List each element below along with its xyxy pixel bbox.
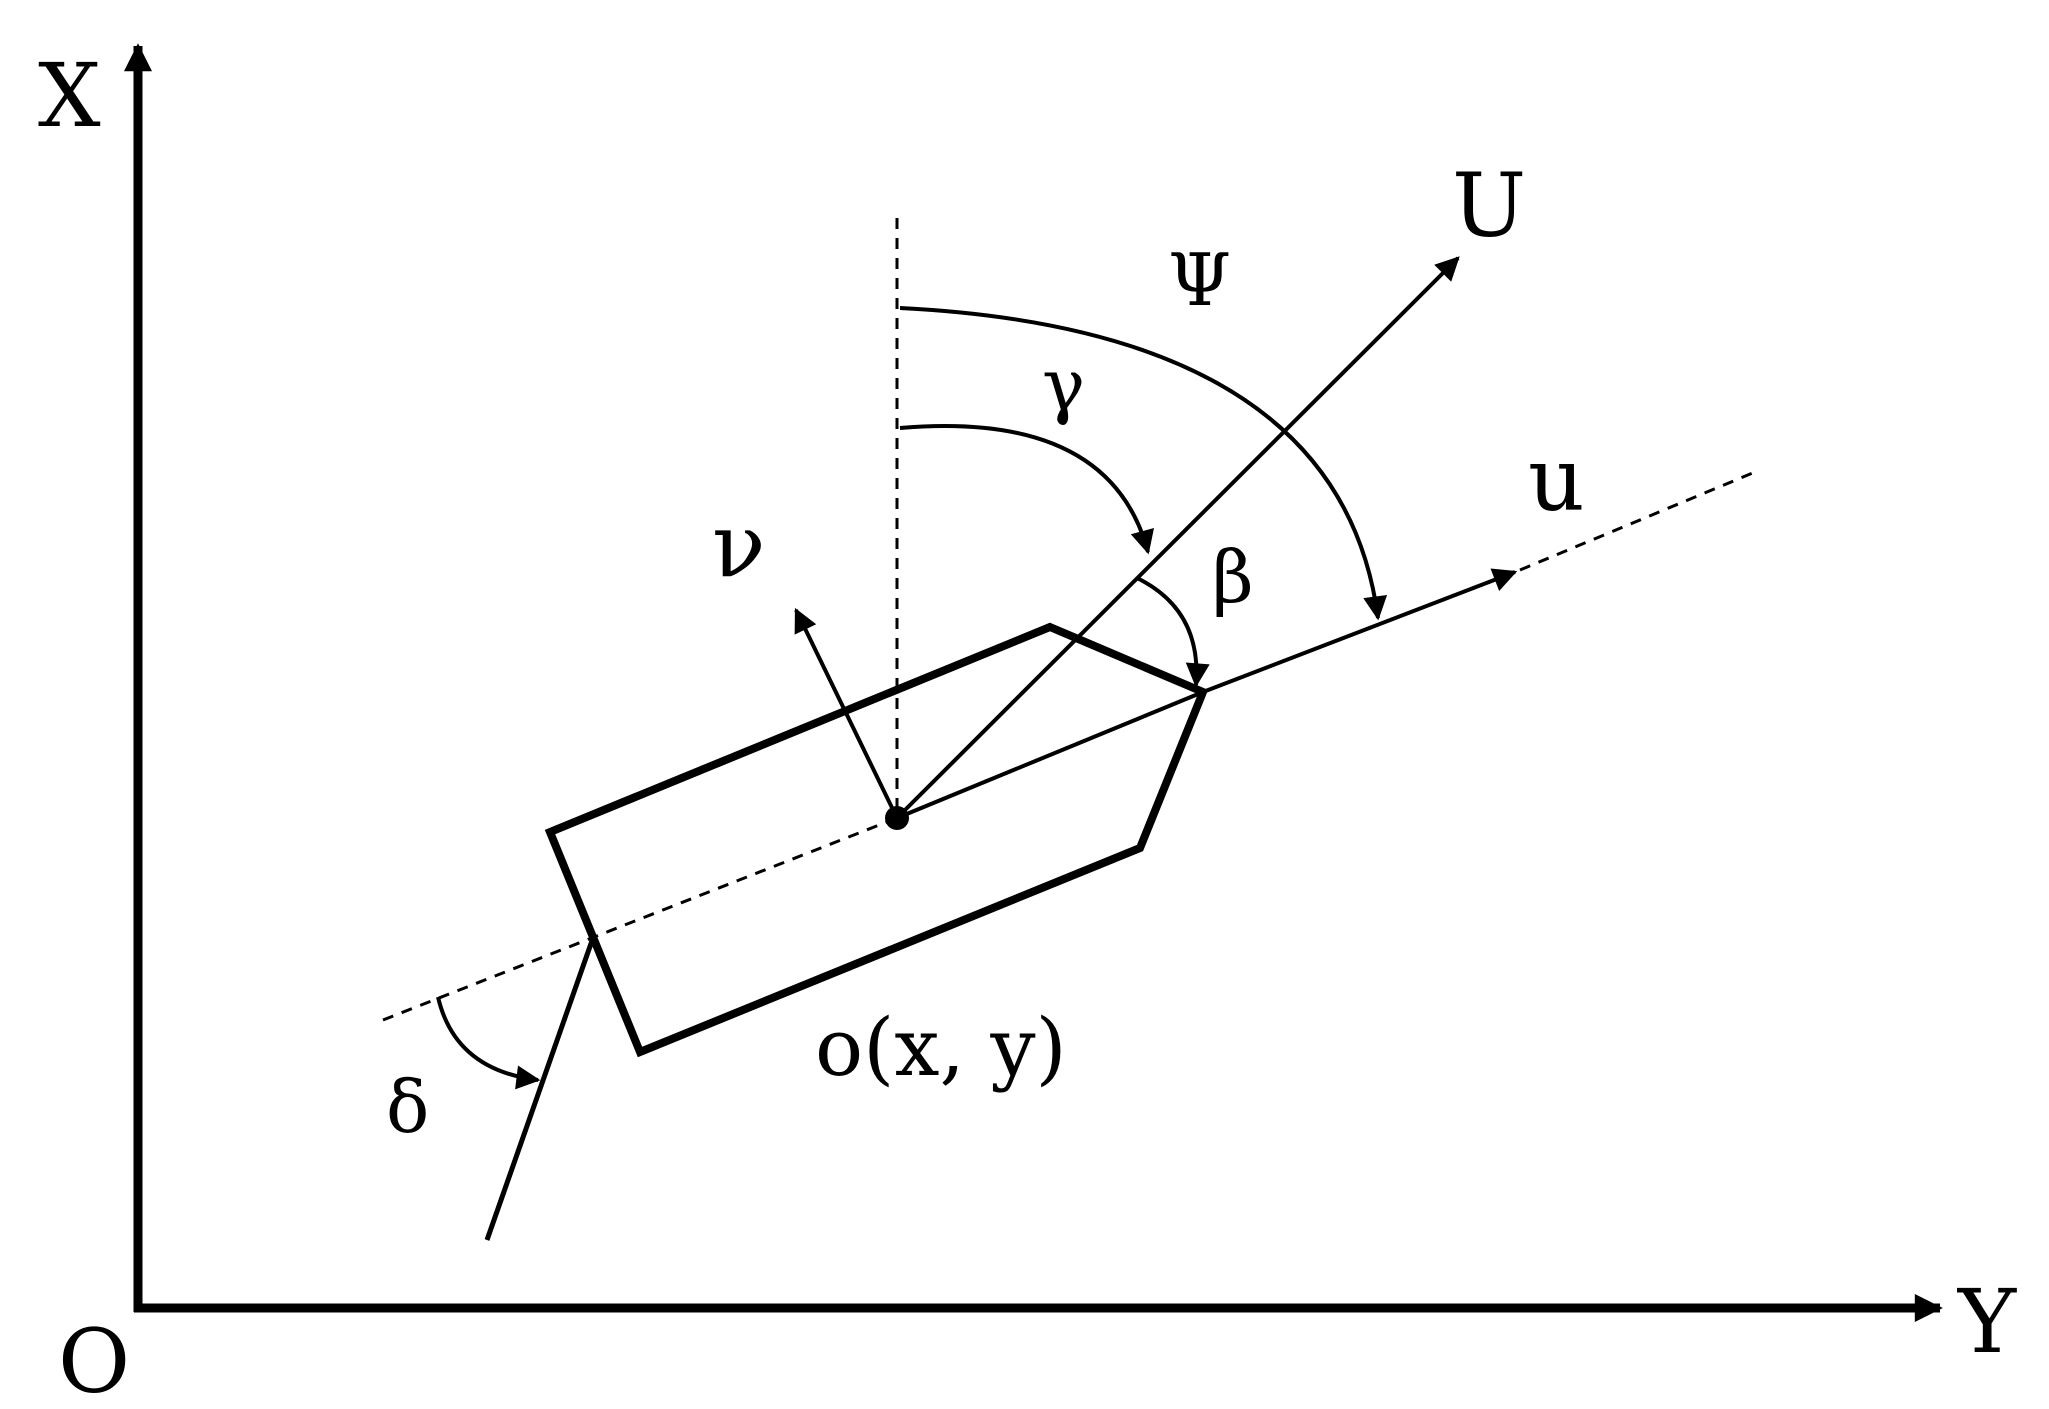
ship-hull [544, 622, 1209, 1058]
origin-label: O [58, 1310, 130, 1409]
delta-label: δ [386, 1065, 429, 1149]
u-vector [1202, 568, 1518, 694]
position-label: o(x, y) [815, 1001, 1067, 1094]
psi-label: Ψ [1168, 238, 1231, 322]
gamma-label: γ [1042, 343, 1085, 427]
ship-centerline-bow [1519, 470, 1756, 572]
beta-label: β [1212, 535, 1254, 619]
x-axis-label: X [38, 44, 101, 147]
u-label: u [1528, 428, 1585, 531]
ship-centerline-stern [382, 816, 898, 1022]
delta-arc [436, 996, 541, 1090]
center-point [885, 806, 909, 830]
y-axis-label: Y [1957, 1270, 2017, 1373]
beta-arc [1136, 576, 1210, 688]
v-label: ν [712, 494, 766, 597]
v-vector [794, 607, 899, 819]
U-vector [895, 256, 1460, 820]
psi-arc [899, 306, 1388, 621]
center-to-bow-line [896, 690, 1204, 820]
rudder-line [484, 934, 597, 1241]
gamma-arc [899, 423, 1154, 555]
U-label: U [1452, 154, 1526, 257]
